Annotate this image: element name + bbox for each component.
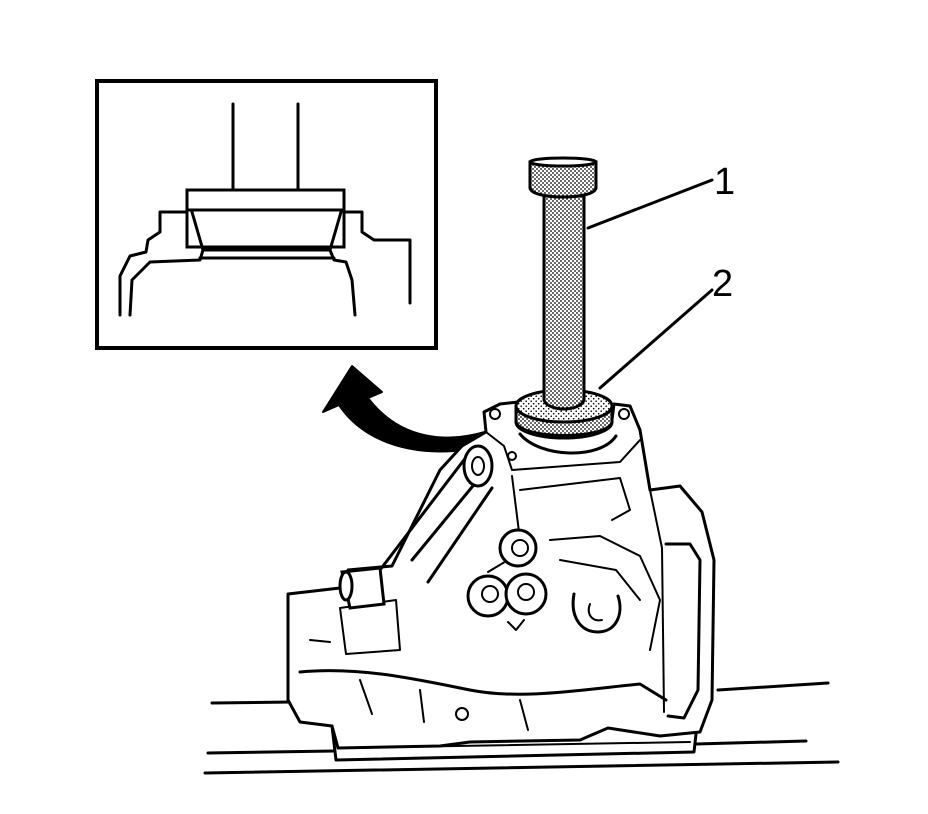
tool-handle-top — [528, 156, 598, 168]
arrow-body — [322, 365, 504, 453]
bench-line-mid-right — [694, 739, 808, 746]
boss-mid-left-hole — [481, 585, 499, 603]
housing-web — [549, 535, 661, 651]
drain-plug — [455, 707, 469, 721]
boss-cup — [571, 592, 622, 634]
oil-pan — [330, 724, 698, 762]
side-stub-end — [338, 570, 354, 602]
inset-housing-right — [342, 210, 412, 305]
boss-mid-right-hole — [517, 583, 535, 601]
flange-hole-lower — [507, 451, 517, 461]
leader-line-2 — [598, 288, 714, 390]
bench-line-top-right — [716, 681, 830, 692]
axle-seal — [514, 388, 614, 440]
oil-pan-lip — [339, 741, 691, 749]
housing-lower-ridge — [298, 669, 668, 702]
housing-lower-detail — [309, 599, 529, 731]
flange-hole-left — [489, 408, 501, 420]
seal-installer-tool — [528, 156, 598, 411]
tool-handle — [528, 160, 598, 199]
inset-housing-left — [118, 210, 189, 317]
top-flange-edge — [485, 431, 641, 471]
end-cover — [664, 542, 702, 720]
callouts: 1 2 — [586, 161, 735, 390]
bench-line-bottom — [203, 760, 840, 775]
curved-arrow — [322, 365, 504, 453]
transaxle-housing — [286, 400, 716, 762]
callout-label-2: 2 — [712, 263, 733, 305]
tool-shaft — [542, 194, 586, 411]
flange-hole-right — [618, 408, 630, 420]
end-cover-inner — [649, 489, 665, 713]
inset-seal-installer — [185, 188, 346, 249]
bench-line-mid — [206, 749, 336, 755]
boss-left-top-hole — [471, 456, 485, 476]
callout-label-1: 1 — [714, 161, 735, 203]
chevron-mark — [507, 619, 525, 631]
workbench — [203, 681, 840, 775]
top-flange — [518, 432, 618, 455]
boss-cup-inner — [587, 603, 603, 622]
inset-seal-lip — [190, 210, 343, 252]
boss-upper-hole — [511, 539, 529, 557]
bench-line-top — [210, 700, 294, 705]
leader-line-1 — [586, 178, 714, 230]
detail-inset — [95, 79, 438, 350]
